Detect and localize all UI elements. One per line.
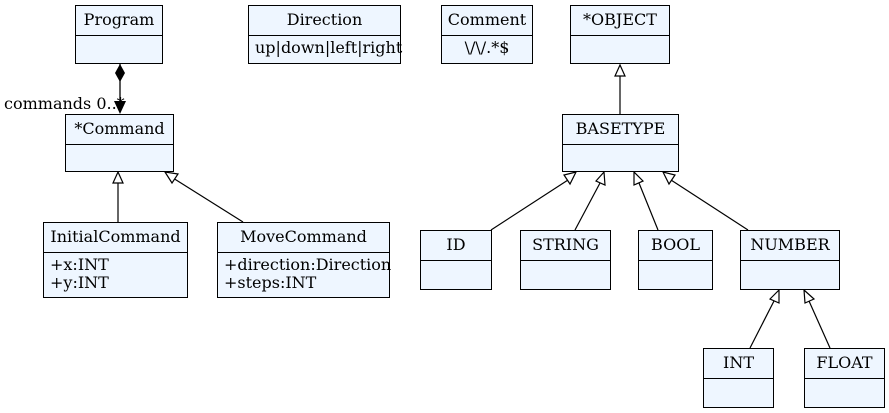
inheritance-line (574, 182, 601, 231)
inheritance-line (490, 179, 569, 231)
class-attributes (805, 379, 884, 385)
inheritance-arrow-icon (661, 171, 676, 186)
class-name: Program (76, 6, 162, 36)
class-float[interactable]: FLOAT (804, 348, 885, 408)
inheritance-arrow-icon (112, 170, 124, 184)
class-attributes: up|down|left|right (249, 36, 403, 60)
class-name: *Command (66, 115, 173, 145)
class-attributes: \/\/.*$ (442, 36, 532, 60)
class-name: INT (704, 349, 773, 379)
class-move-command[interactable]: MoveCommand +direction:Direction +steps:… (217, 222, 392, 298)
class-attributes (639, 261, 712, 267)
composition-arrowhead-icon (114, 101, 126, 114)
class-attributes (521, 261, 610, 267)
class-attributes: +direction:Direction +steps:INT (218, 253, 392, 295)
class-string[interactable]: STRING (520, 230, 611, 290)
inheritance-arrow-icon (614, 63, 626, 77)
inheritance-arrow-icon (163, 171, 180, 185)
inheritance-line (670, 179, 749, 231)
class-name: InitialCommand (44, 223, 187, 253)
class-attributes (704, 379, 773, 385)
class-name: BASETYPE (563, 115, 678, 145)
inheritance-line (638, 182, 659, 231)
class-attributes (563, 145, 678, 151)
inheritance-arrow-icon (595, 170, 606, 186)
class-attributes (571, 36, 669, 42)
class-program[interactable]: Program (75, 5, 163, 64)
class-name: BOOL (639, 231, 712, 261)
inheritance-arrow-icon (633, 170, 645, 186)
class-attributes (66, 145, 173, 151)
class-attribute: +x:INT (50, 255, 109, 274)
inheritance-line (749, 300, 775, 349)
association-label: commands 0..* (4, 94, 125, 113)
class-object[interactable]: *OBJECT (570, 5, 670, 64)
class-id[interactable]: ID (420, 230, 492, 290)
class-name: NUMBER (741, 231, 839, 261)
class-attribute: +steps:INT (224, 273, 317, 292)
class-name: ID (421, 231, 491, 261)
class-basetype[interactable]: BASETYPE (562, 114, 679, 172)
class-name: STRING (521, 231, 610, 261)
class-comment[interactable]: Comment \/\/.*$ (441, 5, 533, 64)
class-initial-command[interactable]: InitialCommand +x:INT +y:INT (43, 222, 188, 298)
class-number[interactable]: NUMBER (740, 230, 840, 290)
class-direction[interactable]: Direction up|down|left|right (248, 5, 403, 64)
class-attributes: +x:INT +y:INT (44, 253, 187, 295)
class-attributes (76, 36, 162, 42)
class-attributes (421, 261, 491, 267)
inheritance-arrow-icon (803, 288, 816, 304)
class-command[interactable]: *Command (65, 114, 174, 172)
inheritance-arrow-icon (768, 288, 780, 304)
class-attribute: \/\/.*$ (464, 38, 510, 57)
class-name: FLOAT (805, 349, 884, 379)
class-name: MoveCommand (218, 223, 389, 253)
class-name: *OBJECT (571, 6, 669, 36)
inheritance-line (172, 177, 244, 223)
class-bool[interactable]: BOOL (638, 230, 713, 290)
class-int[interactable]: INT (703, 348, 774, 408)
class-attributes (741, 261, 839, 267)
class-name: Direction (249, 6, 400, 36)
class-attribute: +y:INT (50, 273, 109, 292)
inheritance-arrow-icon (563, 171, 578, 186)
inheritance-line (808, 300, 831, 349)
class-attribute: up|down|left|right (255, 38, 403, 57)
class-attribute: +direction:Direction (224, 255, 392, 274)
composition-diamond-icon (115, 64, 125, 82)
class-name: Comment (442, 6, 532, 36)
